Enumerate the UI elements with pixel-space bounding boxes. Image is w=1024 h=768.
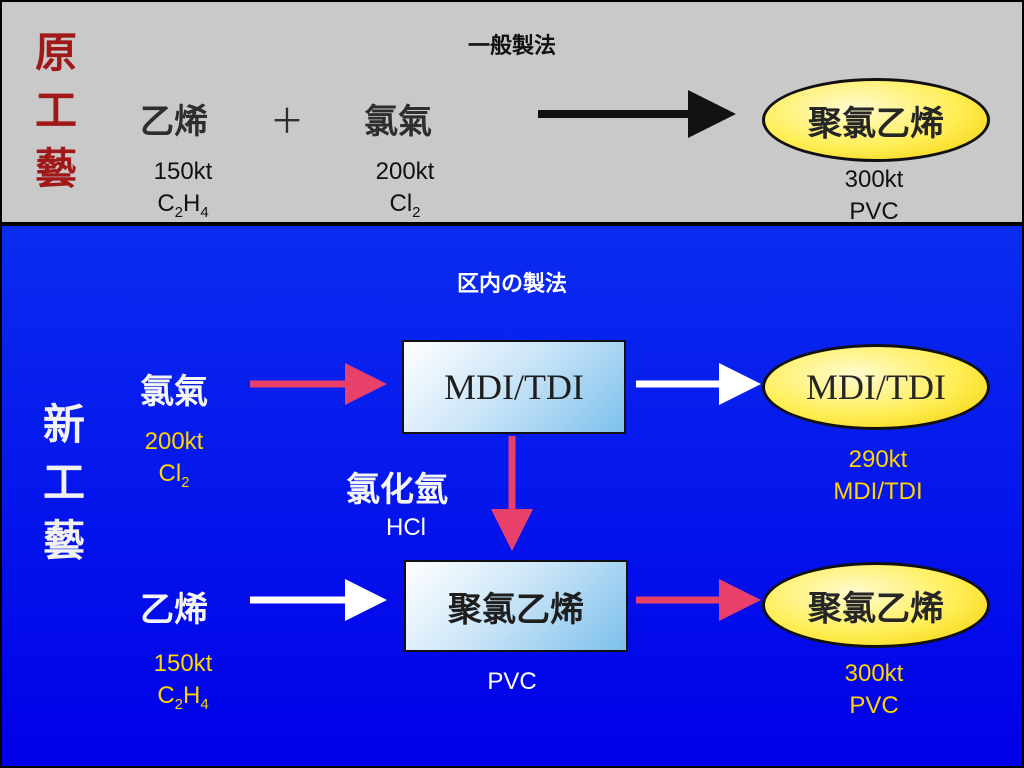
pvc-process-box: 聚氯乙烯 [404,560,628,652]
new-ethylene-formula: C2H4 [157,682,209,713]
mdi-tdi-product-ellipse: MDI/TDI [762,344,990,430]
chlorine-label: 氯氣 [364,102,432,142]
conventional-heading: 一般製法 [467,34,556,59]
chlorine-quantity-value: 200kt [375,158,435,185]
chlorine-quantity: 200kt Cl2 [325,156,485,220]
mdi-tdi-process-box: MDI/TDI [402,340,626,434]
mdi-tdi-product-label: MDI/TDI [806,367,946,407]
new-process-heading: 区内の製法 [456,272,567,297]
pvc-box-formula: PVC [487,668,537,695]
pvc-product-quantity: 300kt PVC [794,164,954,228]
ethylene-quantity: 150kt C2H4 [103,156,263,220]
new-pvc-product-quantity: 300kt PVC [794,658,954,722]
new-pvc-product-label: 聚氯乙烯 [808,588,944,629]
ethylene-formula: C2H4 [157,190,209,221]
chlorine-formula: Cl2 [389,190,421,221]
new-chlorine-quantity-value: 200kt [144,428,204,455]
mdi-tdi-box-label: MDI/TDI [444,367,584,407]
ethylene-quantity-value: 150kt [153,158,213,185]
ethylene-label: 乙烯 [140,102,208,142]
conventional-vertical-label: 原工藝 [34,28,77,193]
plus-sign: ＋ [270,102,304,142]
new-ethylene-label: 乙烯 [140,590,208,630]
mdi-tdi-quantity-value: 290kt [848,446,908,473]
hydrogen-chloride-formula: HCl [386,514,426,541]
new-process-vertical-label: 新工藝 [42,400,85,565]
pvc-product-formula: PVC [849,198,899,225]
new-pvc-formula: PVC [849,692,899,719]
pvc-box-label: 聚氯乙烯 [448,589,584,630]
new-chlorine-quantity: 200kt Cl2 [94,426,254,490]
new-chlorine-formula: Cl2 [158,460,190,491]
mdi-tdi-product-quantity: 290kt MDI/TDI [798,444,958,508]
new-pvc-product-ellipse: 聚氯乙烯 [762,562,990,648]
pvc-product-ellipse: 聚氯乙烯 [762,78,990,162]
new-pvc-quantity-value: 300kt [844,660,904,687]
pvc-product-quantity-value: 300kt [844,166,904,193]
hydrogen-chloride-label: 氯化氫 [346,470,448,510]
new-ethylene-quantity-value: 150kt [153,650,213,677]
pvc-product-label: 聚氯乙烯 [808,103,944,144]
mdi-tdi-formula: MDI/TDI [833,478,923,505]
new-ethylene-quantity: 150kt C2H4 [103,648,263,712]
new-chlorine-label: 氯氣 [140,372,208,412]
